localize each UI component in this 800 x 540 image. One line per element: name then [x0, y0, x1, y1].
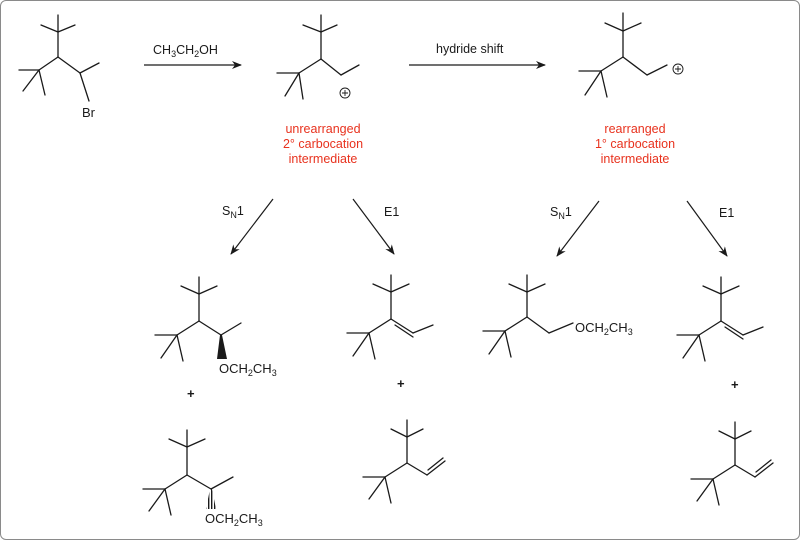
secondary-carbocation: unrearranged 2° carbocation intermediate: [276, 14, 363, 166]
plus-sign: +: [187, 386, 195, 401]
trisubstituted-alkene-product: [676, 276, 764, 362]
ether-product-wedge: OCH2CH3: [154, 276, 277, 378]
terminal-alkene-product: [690, 421, 774, 506]
primary-note-line1: rearranged: [604, 122, 665, 136]
starting-alkyl-bromide: Br: [18, 14, 100, 120]
positive-charge-icon: [672, 63, 684, 75]
ether-product-hash: OCH2CH3: [142, 429, 263, 528]
sn1-label-left: SN1: [222, 204, 244, 220]
primary-note-line3: intermediate: [601, 152, 670, 166]
primary-carbocation: rearranged 1° carbocation intermediate: [578, 12, 684, 166]
e1-label-left: E1: [384, 205, 399, 219]
secondary-note-line2: 2° carbocation: [283, 137, 363, 151]
rearranged-ether-product: OCH2CH3: [482, 274, 633, 358]
ethoxy-label: OCH2CH3: [219, 361, 277, 378]
primary-note-line2: 1° carbocation: [595, 137, 675, 151]
hydride-shift-arrow: hydride shift: [409, 42, 546, 69]
pathway-arrows: [230, 198, 728, 257]
positive-charge-icon: [339, 87, 351, 99]
ethoxy-label: OCH2CH3: [205, 511, 263, 528]
e1-label-right: E1: [719, 206, 734, 220]
plus-sign: +: [397, 376, 405, 391]
reagent-label: CH3CH2OH: [153, 43, 218, 59]
secondary-note-line1: unrearranged: [285, 122, 360, 136]
plus-sign: +: [731, 377, 739, 392]
trisubstituted-alkene-product: [346, 274, 434, 360]
hydride-shift-label: hydride shift: [436, 42, 504, 56]
sn1-label-right: SN1: [550, 205, 572, 221]
ethoxy-label: OCH2CH3: [575, 320, 633, 337]
secondary-note-line3: intermediate: [289, 152, 358, 166]
terminal-alkene-product: [362, 419, 446, 504]
bromine-label: Br: [82, 105, 96, 120]
reagent-arrow: CH3CH2OH: [144, 43, 242, 69]
